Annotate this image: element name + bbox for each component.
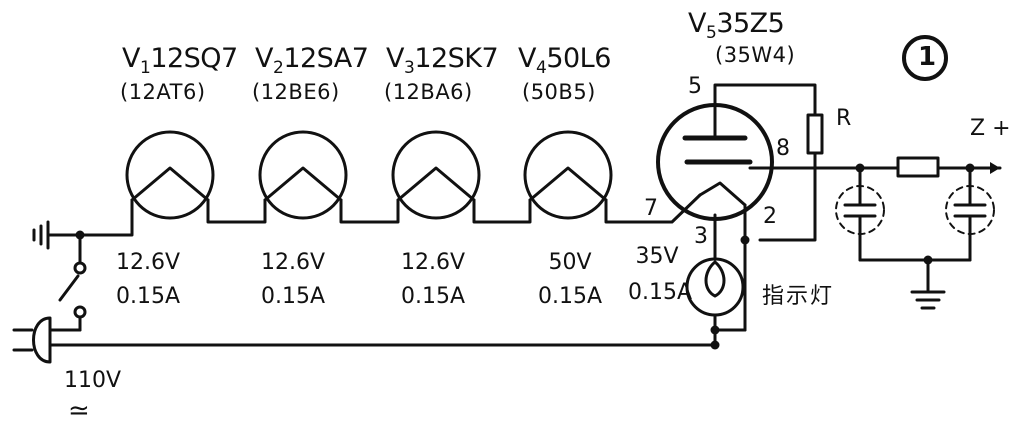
tube-v1-current: 0.15A: [115, 284, 181, 309]
chassis-ground-symbol: [32, 220, 82, 250]
rectifier-v5-name: V535Z5: [688, 8, 785, 42]
tube-v1-voltage: 12.6V: [115, 250, 181, 275]
signal-ground-symbol: [858, 258, 972, 310]
pin-7-label: 7: [644, 196, 658, 221]
tube-v2-type: 12SA7: [283, 43, 369, 74]
rectifier-v5-voltage: 35V: [635, 244, 679, 269]
tube-v4-type: 50L6: [546, 43, 611, 74]
tube-v2-symbol: [258, 130, 348, 220]
pin-3-label: 3: [694, 224, 708, 249]
pin-8-label: 8: [776, 136, 790, 161]
rectifier-v5-type: 35Z5: [716, 8, 785, 39]
tube-v1-type: 12SQ7: [150, 43, 238, 74]
tube-v3-symbol: [391, 130, 481, 220]
tube-v4-symbol: [523, 130, 613, 220]
tube-v1-name: V112SQ7: [122, 43, 238, 77]
pin-2-label: 2: [763, 204, 777, 229]
rectifier-v5-alt: (35W4): [715, 43, 796, 67]
filter-capacitor-1: [835, 166, 885, 262]
tube-v2-current: 0.15A: [260, 284, 326, 309]
rectifier-tube-v5-symbol: [656, 103, 774, 221]
figure-number: 1: [918, 42, 937, 72]
rectifier-v5-prefix: V: [688, 8, 706, 39]
filter-capacitor-2: [945, 166, 995, 262]
heater-string-wire: [78, 193, 702, 237]
tube-v4-current: 0.15A: [537, 284, 603, 309]
pilot-lamp-label: 指示灯: [762, 284, 835, 309]
tube-v4-alt: (50B5): [522, 80, 596, 104]
tube-v2-voltage: 12.6V: [260, 250, 326, 275]
tube-v4-name: V450L6: [518, 43, 611, 77]
tube-v3-current: 0.15A: [400, 284, 466, 309]
tube-v1-sub: 1: [139, 58, 151, 78]
tube-v3-voltage: 12.6V: [400, 250, 466, 275]
tube-v2-sub: 2: [272, 58, 284, 78]
rectifier-v5-sub: 5: [705, 23, 717, 43]
circled-number-icon: [902, 35, 948, 81]
tube-v1-prefix: V: [122, 43, 140, 74]
rectifier-v5-current: 0.15A: [627, 280, 693, 305]
tube-v1-alt: (12AT6): [120, 80, 206, 104]
tube-v4-prefix: V: [518, 43, 536, 74]
mains-voltage-label: 110V: [64, 368, 122, 393]
rectifier-output-wiring: [713, 83, 1002, 242]
tube-v4-voltage: 50V: [548, 250, 592, 275]
pin-5-label: 5: [688, 74, 702, 99]
tube-v1-symbol: [125, 130, 215, 220]
tube-v2-alt: (12BE6): [252, 80, 340, 104]
resistor-label: R: [836, 106, 852, 131]
tube-v3-alt: (12BA6): [384, 80, 473, 104]
tube-v4-sub: 4: [535, 58, 547, 78]
tube-v3-type: 12SK7: [414, 43, 499, 74]
tube-v2-prefix: V: [255, 43, 273, 74]
tube-v2-name: V212SA7: [255, 43, 369, 77]
tube-v3-sub: 3: [403, 58, 415, 78]
mains-ac-symbol: ≃: [68, 396, 90, 426]
junction-dots: [75, 163, 975, 350]
tube-v3-prefix: V: [386, 43, 404, 74]
tube-v3-name: V312SK7: [386, 43, 499, 77]
output-label: Z +: [970, 116, 1011, 141]
pilot-lamp-symbol: [685, 203, 747, 347]
